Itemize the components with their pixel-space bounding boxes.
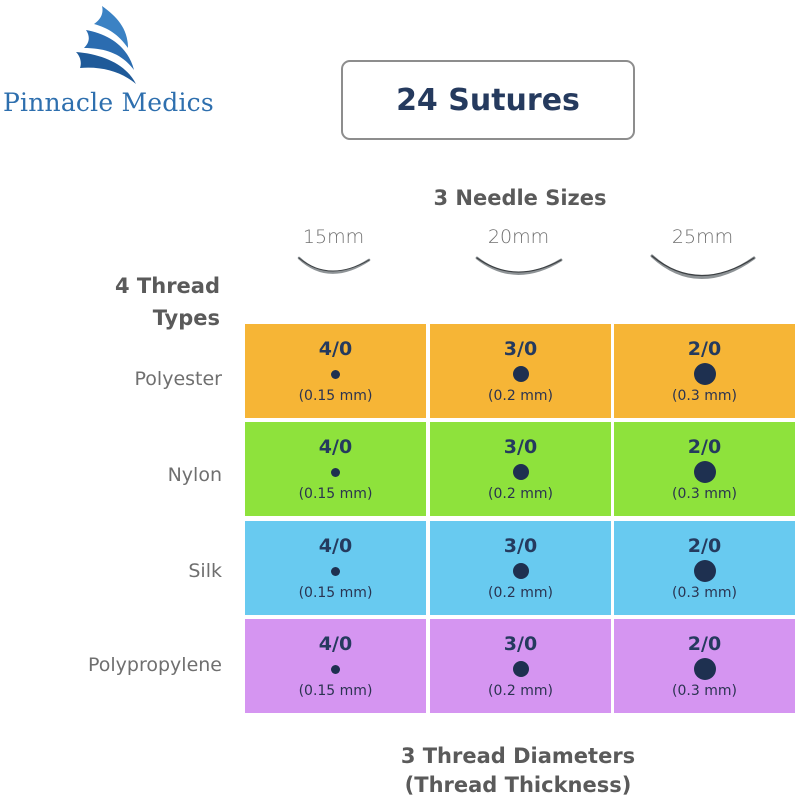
gauge-label: 2/0	[687, 633, 722, 655]
thread-header-line1: 4 Thread	[115, 274, 220, 298]
diameter-label: (0.15 mm)	[298, 486, 373, 502]
thickness-dot-icon	[331, 566, 340, 576]
needle-column-15: 15mm	[242, 226, 425, 288]
gauge-label: 3/0	[503, 338, 538, 360]
needle-column-20: 20mm	[427, 226, 610, 288]
diameter-label: (0.3 mm)	[672, 585, 737, 601]
suture-cell: 2/0 (0.3 mm)	[614, 324, 795, 418]
suture-cell: 4/0 (0.15 mm)	[245, 521, 426, 615]
suture-cell: 4/0 (0.15 mm)	[245, 619, 426, 713]
gauge-label: 2/0	[687, 436, 722, 458]
needle-sizes-header: 3 Needle Sizes	[433, 186, 607, 210]
thread-types-header: 4 Thread Types	[70, 270, 220, 334]
thickness-dot-icon	[693, 461, 716, 483]
thickness-dot-icon	[331, 664, 340, 674]
gauge-label: 2/0	[687, 338, 722, 360]
needle-size-label: 20mm	[487, 226, 550, 248]
suture-cell: 2/0 (0.3 mm)	[614, 422, 795, 516]
row-label: Polyester	[134, 368, 222, 390]
gauge-label: 4/0	[318, 633, 353, 655]
suture-cell: 2/0 (0.3 mm)	[614, 521, 795, 615]
thickness-dot-icon	[331, 467, 340, 477]
diameters-footer: 3 Thread Diameters (Thread Thickness)	[300, 742, 736, 800]
brand-name: Pinnacle Medics	[3, 88, 214, 117]
gauge-label: 4/0	[318, 338, 353, 360]
row-label: Nylon	[167, 464, 222, 486]
gauge-label: 2/0	[687, 535, 722, 557]
footer-line2: (Thread Thickness)	[404, 773, 632, 797]
diameter-label: (0.2 mm)	[488, 683, 553, 699]
diameter-label: (0.3 mm)	[672, 388, 737, 404]
diameter-label: (0.15 mm)	[298, 683, 373, 699]
suture-cell: 4/0 (0.15 mm)	[245, 422, 426, 516]
diameter-label: (0.2 mm)	[488, 585, 553, 601]
needle-20mm-icon	[475, 256, 562, 275]
thickness-dot-icon	[693, 560, 716, 582]
gauge-label: 3/0	[503, 633, 538, 655]
thread-header-line2: Types	[152, 306, 220, 330]
page-title: 24 Sutures	[396, 82, 580, 118]
thickness-dot-icon	[512, 563, 529, 579]
thickness-dot-icon	[512, 661, 529, 677]
title-box: 24 Sutures	[341, 60, 635, 140]
thickness-dot-icon	[693, 363, 716, 385]
diameter-label: (0.2 mm)	[488, 388, 553, 404]
logo: Pinnacle Medics	[0, 0, 240, 130]
suture-cell: 3/0 (0.2 mm)	[430, 422, 611, 516]
gauge-label: 4/0	[318, 535, 353, 557]
row-label: Polypropylene	[87, 654, 222, 676]
gauge-label: 4/0	[318, 436, 353, 458]
suture-cell: 3/0 (0.2 mm)	[430, 521, 611, 615]
suture-cell: 2/0 (0.3 mm)	[614, 619, 795, 713]
needle-column-25: 25mm	[611, 226, 794, 292]
gauge-label: 3/0	[503, 436, 538, 458]
thickness-dot-icon	[331, 369, 340, 379]
wave-logo-icon	[76, 6, 136, 84]
suture-cell: 4/0 (0.15 mm)	[245, 324, 426, 418]
needle-size-label: 25mm	[671, 226, 734, 248]
diameter-label: (0.3 mm)	[672, 683, 737, 699]
gauge-label: 3/0	[503, 535, 538, 557]
thickness-dot-icon	[512, 464, 529, 480]
needle-15mm-icon	[297, 256, 370, 274]
diameter-label: (0.15 mm)	[298, 388, 373, 404]
row-label: Silk	[188, 560, 222, 582]
thickness-dot-icon	[693, 658, 716, 680]
needle-size-label: 15mm	[302, 226, 365, 248]
needle-25mm-icon	[650, 254, 755, 279]
diameter-label: (0.15 mm)	[298, 585, 373, 601]
diameter-label: (0.2 mm)	[488, 486, 553, 502]
footer-line1: 3 Thread Diameters	[400, 744, 636, 768]
suture-cell: 3/0 (0.2 mm)	[430, 619, 611, 713]
suture-cell: 3/0 (0.2 mm)	[430, 324, 611, 418]
diameter-label: (0.3 mm)	[672, 486, 737, 502]
thickness-dot-icon	[512, 366, 529, 382]
